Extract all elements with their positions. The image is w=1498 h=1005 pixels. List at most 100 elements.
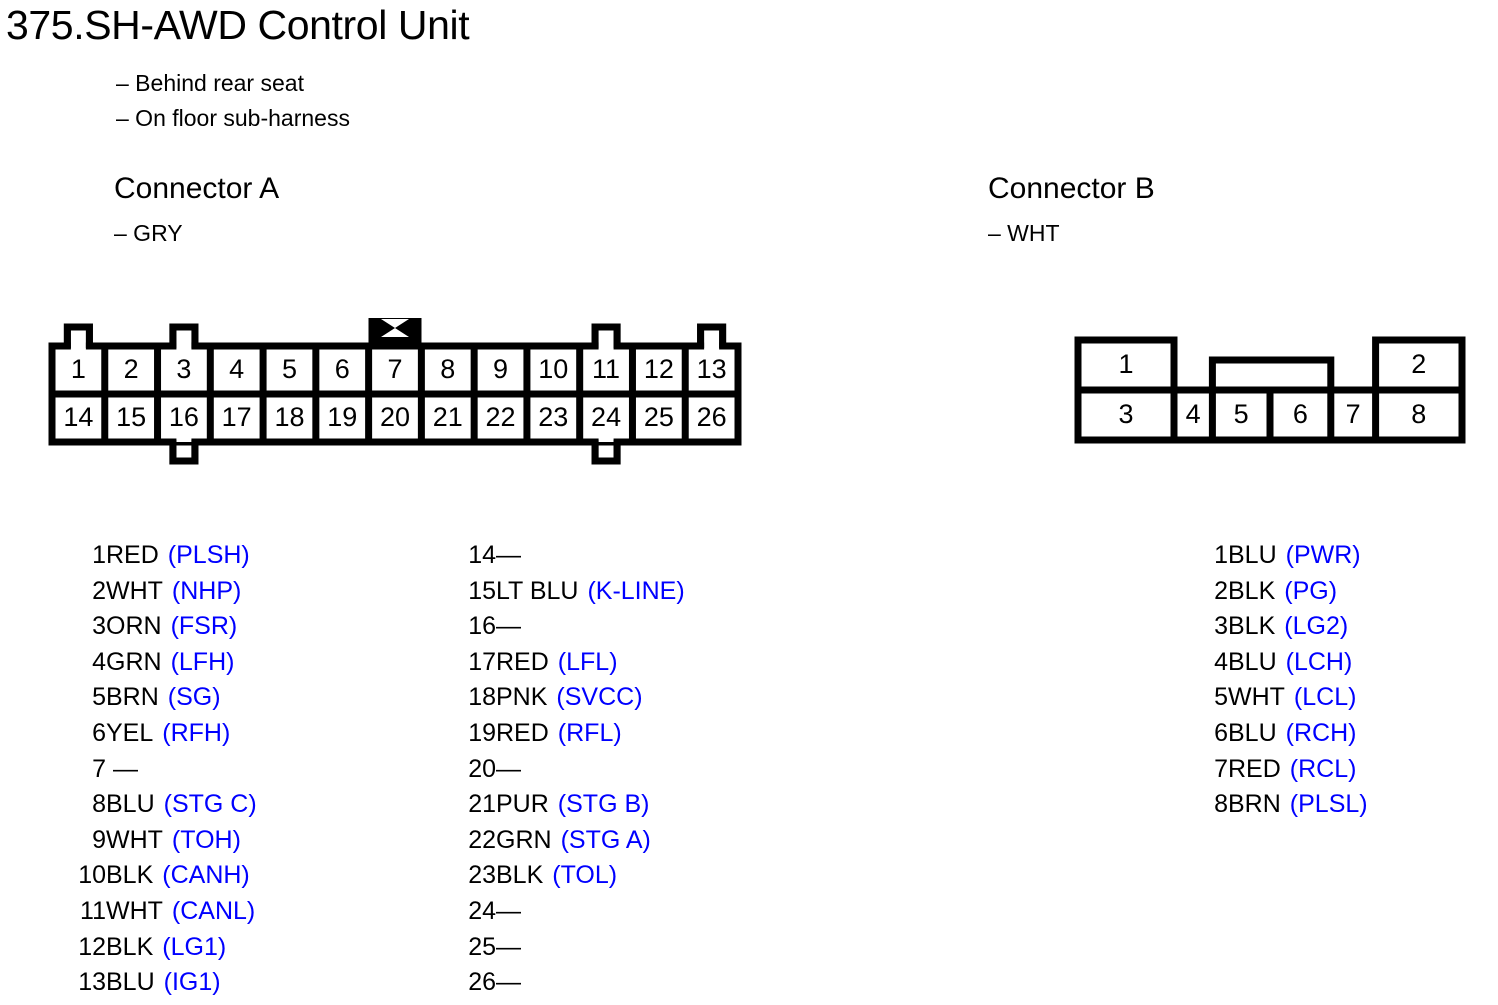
pin-unused-dash: — <box>496 541 521 569</box>
pin-signal-name: (STG C) <box>163 790 257 819</box>
page-title: 375.SH-AWD Control Unit <box>6 2 470 48</box>
pin-number: 16 <box>468 612 496 641</box>
pin-signal-name: (TOH) <box>171 825 241 854</box>
pin-row: 14— <box>466 538 685 574</box>
connector-b-cell-number: 7 <box>1346 399 1361 429</box>
pin-wire-color: PNK <box>496 683 548 712</box>
pin-signal-name: (IG1) <box>163 968 221 997</box>
connector-a-cell-number: 14 <box>63 402 93 432</box>
pin-number: 5 <box>1214 683 1228 712</box>
pin-signal-name: (FSR) <box>170 612 238 641</box>
pin-wire-color: BLU <box>1228 718 1277 747</box>
pin-wire-color: ORN <box>106 612 162 641</box>
pin-number: 4 <box>1214 647 1228 676</box>
pin-signal-name: (STG B) <box>557 790 650 819</box>
subtitle-line-harness: – On floor sub-harness <box>116 105 350 131</box>
pin-number: 25 <box>468 932 496 961</box>
pin-number: 4 <box>92 647 106 676</box>
pin-row: 20— <box>466 752 685 788</box>
pin-wire-color: BLU <box>106 968 155 997</box>
pin-number: 3 <box>92 612 106 641</box>
subtitle-line-location: – Behind rear seat <box>116 70 304 96</box>
pin-number: 6 <box>92 718 106 747</box>
pin-number: 24 <box>468 896 496 925</box>
pin-number: 23 <box>468 861 496 890</box>
pin-number: 1 <box>1214 541 1228 569</box>
pin-number: 9 <box>92 825 106 854</box>
pin-wire-color: BLK <box>1228 576 1276 605</box>
connector-a-cell-number: 10 <box>538 354 568 384</box>
pin-unused-dash: — <box>496 968 521 997</box>
pin-signal-name: (RCL) <box>1289 754 1357 783</box>
connector-a-cell-number: 5 <box>282 354 297 384</box>
pin-signal-name: (PLSL) <box>1289 790 1368 819</box>
pin-wire-color: WHT <box>106 896 163 925</box>
pin-signal-name: (PLSH) <box>167 541 250 569</box>
pin-number: 13 <box>78 968 106 997</box>
connector-a-cell-number: 4 <box>229 354 244 384</box>
pin-wire-color: BLU <box>1228 541 1277 569</box>
pin-unused-dash: — <box>496 932 521 961</box>
connector-b-middle-tab <box>1208 356 1335 390</box>
pin-number: 7 <box>1214 754 1228 783</box>
pin-wire-color: BRN <box>106 683 159 712</box>
pin-wire-color: WHT <box>1228 683 1285 712</box>
connector-b-cell-number: 5 <box>1234 399 1249 429</box>
pin-number: 6 <box>1214 718 1228 747</box>
pin-signal-name: (LFL) <box>557 647 618 676</box>
connector-b-cell-number: 1 <box>1118 349 1133 379</box>
connector-a-cell-number: 1 <box>71 354 86 384</box>
pin-number: 8 <box>1214 790 1228 819</box>
connector-a-cell-number: 20 <box>380 402 410 432</box>
connector-a-cell-number: 3 <box>176 354 191 384</box>
connector-a-cell-number: 11 <box>592 354 620 384</box>
pin-signal-name: (K-LINE) <box>587 576 685 605</box>
pin-wire-color: GRN <box>106 647 162 676</box>
pin-signal-name: (STG A) <box>560 825 651 854</box>
pin-signal-name: (SG) <box>167 683 221 712</box>
pin-number: 14 <box>468 541 496 569</box>
connector-a-cell-number: 24 <box>591 402 621 432</box>
connector-b-cell-number: 6 <box>1293 399 1308 429</box>
pin-wire-color: BLU <box>106 790 155 819</box>
pin-wire-color: RED <box>106 541 159 569</box>
pin-number: 10 <box>78 861 106 890</box>
pin-number: 21 <box>468 790 496 819</box>
pin-signal-name: (RFL) <box>557 718 622 747</box>
connector-a-color-label: – GRY <box>114 220 183 246</box>
pin-signal-name: (LFH) <box>170 647 235 676</box>
pin-signal-name: (TOL) <box>552 861 618 890</box>
pin-number: 7 <box>92 754 106 783</box>
pin-number: 22 <box>468 825 496 854</box>
pin-number: 12 <box>78 932 106 961</box>
pin-wire-color: WHT <box>106 576 163 605</box>
connector-a-cell-number: 7 <box>387 354 402 384</box>
connector-b-cell-number: 4 <box>1186 399 1201 429</box>
pin-signal-name: (LG2) <box>1284 612 1349 641</box>
pin-number: 17 <box>468 647 496 676</box>
pin-wire-color: WHT <box>106 825 163 854</box>
pin-number: 15 <box>468 576 496 605</box>
pin-number: 1 <box>92 541 106 569</box>
pin-wire-color: BRN <box>1228 790 1281 819</box>
pin-number: 26 <box>468 968 496 997</box>
pin-number: 2 <box>92 576 106 605</box>
connector-a-cell-number: 16 <box>169 402 199 432</box>
connector-a-cell-number: 26 <box>697 402 727 432</box>
